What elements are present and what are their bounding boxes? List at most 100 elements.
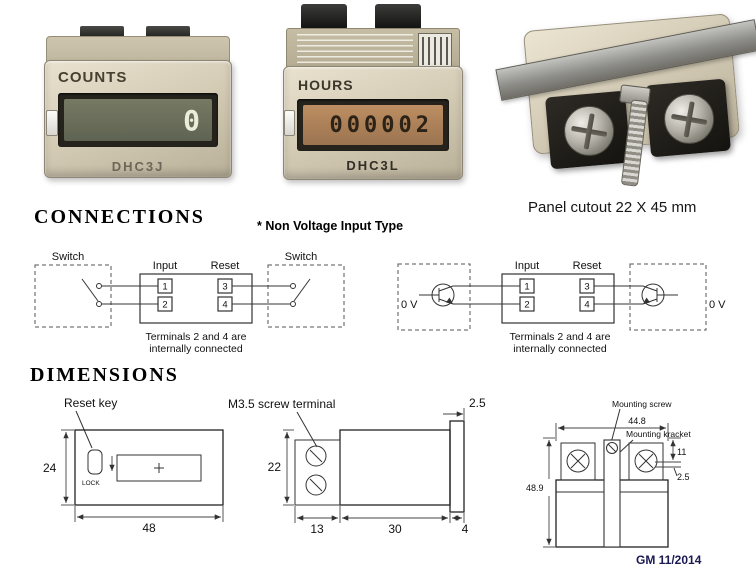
dimension-rear-view: Mounting screw Mounting kracket 44.8 48.… — [526, 399, 691, 548]
dip-switch — [418, 33, 452, 69]
revision-credit: GM 11/2014 — [636, 553, 702, 567]
terminal-block-icon — [645, 78, 731, 158]
reset-label: Reset — [211, 260, 240, 272]
svg-text:2.5: 2.5 — [469, 396, 486, 410]
svg-text:24: 24 — [43, 461, 57, 475]
switch-symbol-left — [81, 278, 102, 307]
device-front-face: COUNTS 0 DHC3J — [44, 60, 232, 178]
top-connector-icon — [80, 26, 124, 39]
display-window — [116, 454, 202, 482]
terminal-1 — [157, 278, 173, 294]
terminal-block — [294, 439, 341, 506]
svg-text:48: 48 — [142, 521, 156, 535]
counter-body-box — [139, 273, 253, 324]
device-function-label: COUNTS — [58, 69, 128, 86]
reset-key-label: Reset key — [64, 396, 117, 410]
input-label: Input — [515, 260, 539, 272]
wires — [453, 285, 643, 305]
lip-dimension: 2.5 — [443, 396, 486, 420]
top-connector-icon — [146, 26, 190, 39]
svg-text:3: 3 — [222, 282, 227, 293]
photo-rear-view — [495, 10, 756, 198]
terminal-4 — [217, 296, 233, 312]
front-outline — [74, 429, 224, 506]
svg-text:11: 11 — [677, 447, 686, 457]
height-dimension: 22 — [268, 429, 294, 506]
connections-heading: CONNECTIONS — [34, 206, 205, 228]
screw-icon — [305, 445, 327, 496]
mounting-bracket-label: Mounting kracket — [626, 429, 691, 439]
transistor-symbol-right — [641, 283, 678, 307]
terminal-block-icon — [545, 90, 631, 170]
screw-icon — [561, 103, 617, 158]
svg-text:2: 2 — [162, 300, 167, 311]
internal-connection-note: Terminals 2 and 4 are — [510, 331, 611, 343]
reset-key — [87, 449, 103, 475]
dimension-side-view: M3.5 screw terminal 22 13 30 4 — [228, 396, 486, 536]
switch-box-right — [267, 264, 345, 328]
front-bezel — [449, 420, 465, 513]
svg-text:48.9: 48.9 — [526, 483, 544, 493]
internal-connection-note: Terminals 2 and 4 are — [146, 331, 247, 343]
zero-volt-label-left: 0 V — [401, 299, 418, 311]
counter-body-box — [501, 273, 615, 324]
transistor-box-left — [397, 263, 471, 331]
height-dimension: 48.9 — [526, 437, 555, 548]
photo-counter-dhc3j: COUNTS 0 DHC3J — [44, 26, 232, 178]
transistor-box-right — [629, 263, 707, 331]
case-body — [339, 429, 451, 506]
device-front-face: HOURS 000002 DHC3L — [283, 66, 463, 180]
svg-text:13: 13 — [310, 522, 324, 536]
mounting-screw-head — [606, 442, 618, 454]
terminal-3 — [579, 278, 595, 294]
terminal-1 — [519, 278, 535, 294]
terminal-block-icon — [375, 4, 421, 30]
transistor-symbol-left — [419, 283, 455, 307]
width-dimension: 48 — [74, 506, 224, 535]
screw-icon — [661, 91, 717, 146]
screw-icon — [634, 449, 658, 473]
wires — [102, 285, 290, 305]
screw-icon — [566, 449, 590, 473]
screw-terminal-label: M3.5 screw terminal — [228, 397, 335, 411]
device-function-label: HOURS — [298, 77, 354, 93]
input-type-note: * Non Voltage Input Type — [257, 219, 404, 233]
switch-label-right: Switch — [285, 251, 317, 263]
input-label: Input — [153, 260, 177, 272]
mounting-bracket-bar — [603, 439, 621, 548]
offset-dimensions: 11 2.5 — [655, 437, 690, 482]
connections-switch-diagram: Switch Switch Input Reset 1 2 3 — [34, 251, 345, 355]
dimension-front-view: Reset key LOCK 24 48 — [43, 396, 224, 535]
mounting-screw-label: Mounting screw — [612, 399, 672, 409]
lock-label: LOCK — [82, 480, 100, 487]
model-label: DHC3L — [346, 158, 400, 173]
lcd-digits: 0 — [64, 99, 212, 141]
connections-transistor-diagram: 0 V 0 V Input Reset 1 — [397, 260, 726, 355]
lcd-display: 0 — [58, 93, 218, 147]
zero-volt-label-right: 0 V — [709, 299, 726, 311]
switch-box-left — [34, 264, 112, 328]
dimensions-heading: DIMENSIONS — [30, 364, 179, 386]
terminals: 1 2 3 4 — [157, 278, 233, 312]
svg-text:2.5: 2.5 — [677, 472, 690, 482]
terminals: 1 2 3 4 — [519, 278, 595, 312]
reset-label: Reset — [573, 260, 602, 272]
lcd-display: 000002 — [297, 99, 449, 151]
svg-text:3: 3 — [584, 282, 589, 293]
dip-switch-legend — [297, 34, 413, 64]
reset-key-button — [284, 110, 295, 136]
terminal-4 — [579, 296, 595, 312]
terminal-block-icon — [301, 4, 347, 30]
svg-text:1: 1 — [162, 282, 167, 293]
panel-cutout-caption: Panel cutout 22 X 45 mm — [528, 199, 697, 216]
terminal-block-left — [560, 442, 596, 481]
internal-connection-note: internally connected — [513, 343, 607, 355]
terminal-2 — [157, 296, 173, 312]
svg-text:2: 2 — [524, 300, 529, 311]
reset-key-button — [46, 110, 58, 136]
photo-hour-meter-dhc3l: HOURS 000002 DHC3L — [283, 4, 463, 182]
terminal-3 — [217, 278, 233, 294]
switch-symbol-right — [290, 278, 311, 307]
width-dimension: 44.8 — [555, 416, 669, 441]
